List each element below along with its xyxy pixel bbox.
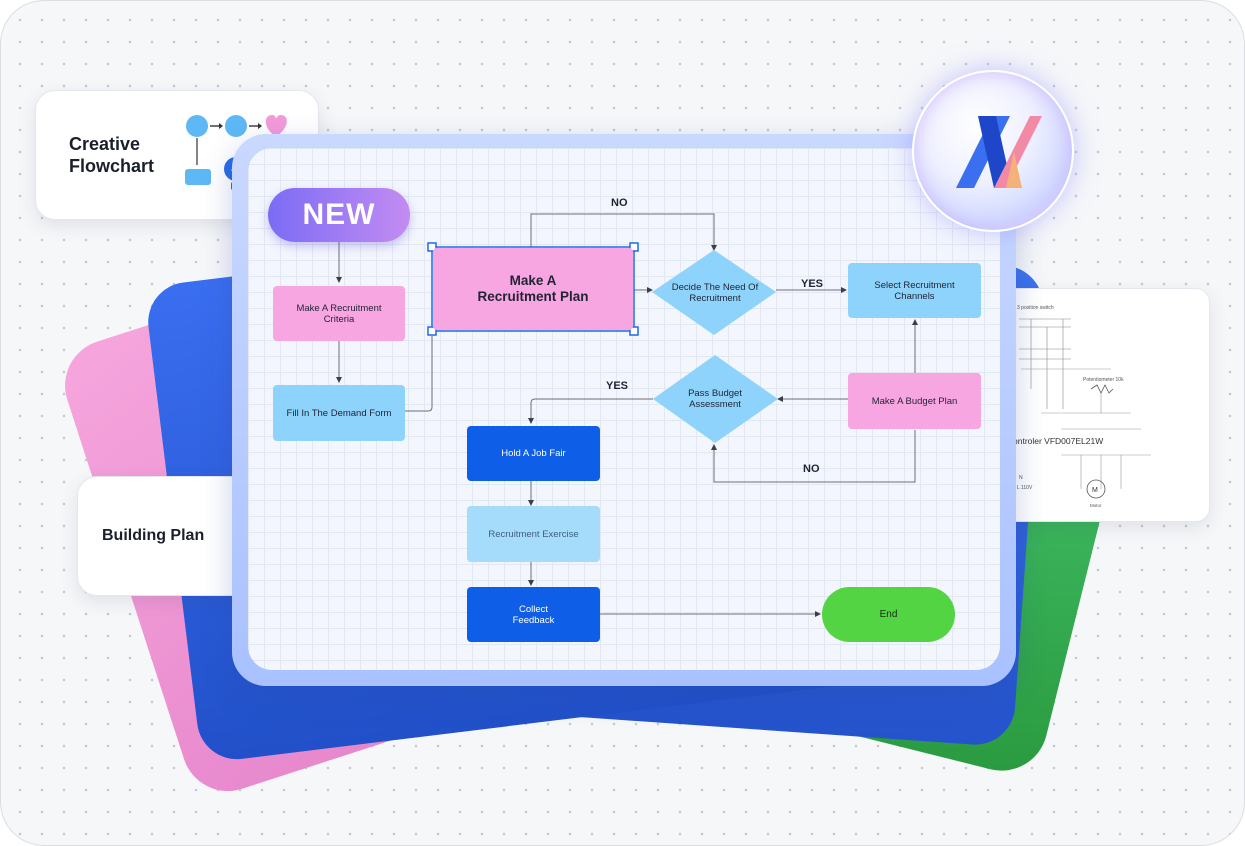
switch-label: 3 position switch bbox=[1017, 305, 1054, 311]
node-label-line1: Collect bbox=[518, 603, 549, 615]
circuit-diagram-illustration: 3 position switch Potentiometer 10k ontr… bbox=[1013, 305, 1151, 508]
node-label: Select Recruitment Channels bbox=[874, 279, 955, 302]
decision-diamond-need[interactable] bbox=[652, 250, 776, 335]
node-job-fair[interactable]: Hold A Job Fair bbox=[467, 426, 600, 481]
motor-symbol: M bbox=[1092, 487, 1098, 494]
resize-handle-top-left[interactable] bbox=[427, 242, 437, 252]
node-label-line2: Feedback bbox=[512, 614, 555, 626]
node-label-line1: Make A bbox=[509, 273, 557, 288]
circuit-wires bbox=[1019, 318, 1071, 409]
node-label: End bbox=[879, 609, 898, 620]
resize-handle-bottom-left[interactable] bbox=[427, 326, 437, 336]
building-plan-title: Building Plan bbox=[102, 527, 205, 544]
node-recruitment-exercise[interactable]: Recruitment Exercise bbox=[467, 506, 600, 562]
node-end[interactable]: End bbox=[822, 587, 955, 642]
connector-form-to-plan bbox=[405, 336, 433, 412]
decision-diamond-budget[interactable] bbox=[653, 355, 778, 443]
flow-box-icon bbox=[185, 169, 211, 185]
flow-circle-icon bbox=[186, 115, 208, 137]
node-label: Fill In The Demand Form bbox=[286, 407, 392, 419]
brand-logo-icon bbox=[956, 116, 1042, 188]
decision-label-need: Decide The Need Of Recruitment bbox=[671, 282, 759, 304]
node-demand-form[interactable]: Fill In The Demand Form bbox=[273, 385, 405, 441]
node-label: Recruitment Exercise bbox=[488, 528, 579, 540]
new-badge: NEW bbox=[268, 188, 410, 242]
arrowhead-icon bbox=[258, 123, 262, 129]
circuit-wires bbox=[1061, 454, 1151, 489]
creative-flowchart-title: Creative Flowchart bbox=[69, 134, 155, 176]
node-recruitment-plan[interactable]: Make A Recruitment Plan bbox=[433, 248, 633, 330]
decision-label-budget: Pass Budget Assessment bbox=[688, 388, 742, 410]
heart-icon bbox=[265, 115, 287, 137]
edge-label-yes-left: YES bbox=[606, 380, 629, 392]
controller-label: ontroler VFD007EL21W bbox=[1013, 436, 1103, 446]
resize-handle-bottom-right[interactable] bbox=[629, 326, 639, 336]
edge-label-no-top: NO bbox=[611, 197, 628, 209]
node-select-channels[interactable]: Select Recruitment Channels bbox=[848, 263, 981, 318]
edge-label-yes-right: YES bbox=[801, 278, 824, 290]
node-collect-feedback[interactable]: Collect Feedback bbox=[467, 587, 600, 642]
arrowhead-icon bbox=[219, 123, 223, 129]
voltage-label: L 110V bbox=[1017, 485, 1033, 491]
node-label: Make A Recruitment Criteria bbox=[296, 302, 382, 325]
node-recruitment-criteria[interactable]: Make A Recruitment Criteria bbox=[273, 286, 405, 341]
node-label: Make A Budget Plan bbox=[871, 395, 958, 407]
brand-logo-badge bbox=[912, 70, 1074, 232]
connector-decide-no-loop bbox=[530, 213, 717, 251]
motor-icon bbox=[1086, 479, 1106, 499]
node-budget-plan[interactable]: Make A Budget Plan bbox=[848, 373, 981, 429]
building-plan-card[interactable]: Building Plan bbox=[77, 476, 254, 596]
selection-outline bbox=[431, 246, 635, 332]
resize-handle-top-right[interactable] bbox=[629, 242, 639, 252]
motor-label: Motor bbox=[1090, 503, 1102, 508]
node-label: Hold A Job Fair bbox=[501, 448, 566, 459]
connector-assess-no-loop bbox=[711, 430, 916, 483]
flow-circle-icon bbox=[225, 115, 247, 137]
connector-assess-yes bbox=[528, 398, 653, 424]
circuit-wires bbox=[1021, 368, 1141, 430]
n-label: N bbox=[1019, 475, 1023, 481]
circuit-diagram-card[interactable]: 3 position switch Potentiometer 10k ontr… bbox=[1000, 288, 1210, 522]
potentiometer-label: Potentiometer 10k bbox=[1083, 377, 1124, 383]
resistor-icon bbox=[1090, 384, 1114, 394]
edge-label-no-bottom: NO bbox=[803, 463, 820, 475]
node-label-line2: Recruitment Plan bbox=[477, 289, 589, 304]
